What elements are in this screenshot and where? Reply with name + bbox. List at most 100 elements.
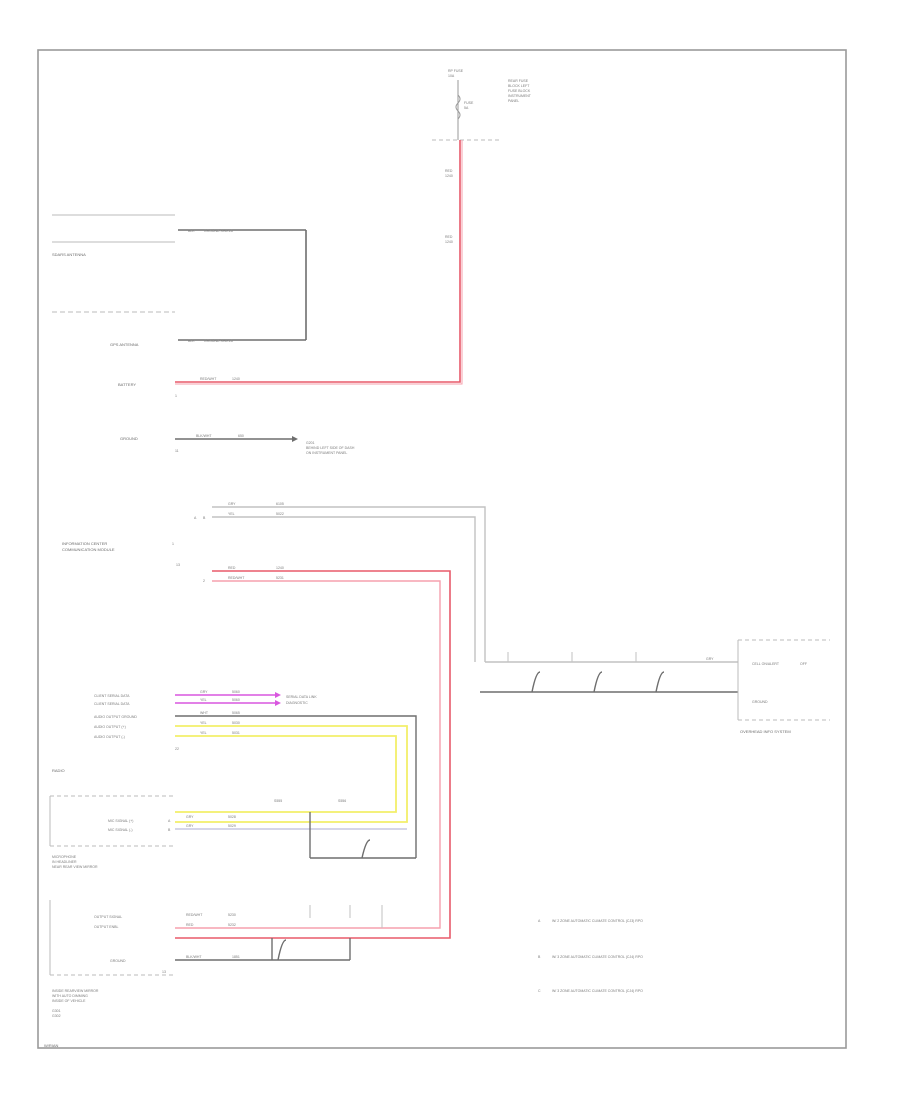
main-battery-wire: RED 1240 RED 1240 [175, 140, 463, 385]
battery-ground-group: BATTERY RED/WHT 1240 1 GROUND BLK/WHT 65… [118, 377, 355, 455]
diagram-frame [37, 49, 847, 1049]
fuse-note-5: PANEL [508, 99, 519, 103]
mic-label-3: NEAR REAR VIEW MIRROR [52, 865, 98, 869]
radio-pin-label-2: CLIENT SERIAL DATA [94, 702, 130, 706]
main-wire-color-1: RED [445, 169, 453, 173]
mic-label-2: IN HEADLINER [52, 860, 77, 864]
ground-bottom-1: G301 [52, 1009, 61, 1013]
splice-2-icon [593, 671, 603, 693]
radio-data-note-1: SERIAL DATA LINK [286, 695, 317, 699]
rearview-pin-color-2: RED [186, 923, 194, 927]
radio-pin-color-2: YEL [200, 698, 207, 702]
ground-pin: 11 [175, 449, 179, 453]
battery-wire-color: RED/WHT [200, 377, 217, 381]
fuse-title-1: RP FUSE [448, 69, 464, 73]
mic-splice-1: S555 [274, 799, 282, 803]
rearview-pin-circuit-1: 5230 [228, 913, 236, 917]
mic-pin-color-1: GRY [186, 815, 194, 819]
ground-note-3: ON INSTRUMENT PANEL [306, 451, 347, 455]
comm-pin-1: 1 [172, 542, 174, 546]
notes-group: A W/ 2 ZONE AUTOMATIC CLIMATE CONTROL (C… [538, 919, 643, 993]
mic-label-1: MICROPHONE [52, 855, 77, 859]
rearview-side-pin: 13 [162, 970, 166, 974]
right-title: OVERHEAD INFO SYSTEM [740, 729, 791, 734]
note-b-text: W/ 3 ZONE AUTOMATIC CLIMATE CONTROL (CJ4… [552, 955, 643, 959]
radio-sub-pin: 22 [175, 747, 179, 751]
comm-pin-a: A [194, 516, 197, 520]
rearview-ground-jumper-icon [277, 939, 287, 961]
sdars-wire-color: BLK [188, 229, 195, 233]
radio-pin-label-3: AUDIO OUTPUT GROUND [94, 715, 137, 719]
comm-pin-2: 2 [203, 579, 205, 583]
battery-pin: 1 [175, 394, 177, 398]
ground-bottom-2: G302 [52, 1014, 61, 1018]
main-wire-circuit-2: 1240 [445, 240, 453, 244]
radio-data-note-2: DIAGNOSTIC [286, 701, 308, 705]
battery-wire-circuit: 1240 [232, 377, 240, 381]
ground-label: GROUND [120, 436, 138, 441]
gps-antenna-label: GPS ANTENNA [110, 342, 139, 347]
rearview-pin-label-3: GROUND [110, 959, 126, 963]
sdars-antenna-label: SDARS ANTENNA [52, 252, 86, 257]
comm-wire-color-2: YEL [228, 512, 235, 516]
note-c-text: W/ 3 ZONE AUTOMATIC CLIMATE CONTROL (CJ4… [552, 989, 643, 993]
mic-group: MIC SIGNAL (+) MIC SIGNAL (-) A B GRY 50… [49, 795, 416, 869]
main-wire-color-2: RED [445, 235, 453, 239]
rearview-pin-label-1: OUTPUT SIGNAL [94, 915, 122, 919]
ground-note-1: G201 [306, 441, 315, 445]
rearview-label-2: WITH AUTO DIMMING [52, 994, 88, 998]
ground-wire-circuit: 650 [238, 434, 244, 438]
mic-splice-2: S556 [338, 799, 346, 803]
radio-pin-color-1: GRY [200, 690, 208, 694]
rearview-group: OUTPUT SIGNAL OUTPUT ENBL GROUND RED/WHT… [49, 900, 383, 1018]
comm-module-group: INFORMATION CENTER COMMUNICATION MODULE … [62, 502, 486, 939]
radio-pin-label-4: AUDIO OUTPUT (+) [94, 725, 126, 729]
comm-pin-13: 13 [176, 563, 180, 567]
comm-module-label-1: INFORMATION CENTER [62, 541, 107, 546]
note-c-letter: C [538, 989, 541, 993]
radio-pin-circuit-1: 5060 [232, 690, 240, 694]
right-label-cell: CELL ON/ALERT [752, 662, 780, 666]
mic-ground-jumper-icon [361, 839, 371, 859]
mic-pin-circuit-1: 5028 [228, 815, 236, 819]
comm-module-label-2: COMMUNICATION MODULE [62, 547, 115, 552]
comm-wire-circuit-3: 1240 [276, 566, 284, 570]
comm-wire-circuit-1: 6105 [276, 502, 284, 506]
radio-pin-circuit-3: 5065 [232, 711, 240, 715]
rearview-pin-color-3: BLK/WHT [186, 955, 202, 959]
ground-note-2: BEHIND LEFT SIDE OF DASH [306, 446, 355, 450]
splice-1-icon [531, 671, 541, 693]
rearview-pin-circuit-3: 1851 [232, 955, 240, 959]
rearview-label-1: INSIDE REARVIEW MIRROR [52, 989, 99, 993]
radio-pin-label-5: AUDIO OUTPUT (-) [94, 735, 125, 739]
fuse-note-3: FUSE BLOCK [508, 89, 531, 93]
right-wire-color: GRY [706, 657, 714, 661]
comm-wire-circuit-2: 5022 [276, 512, 284, 516]
gps-wire-color: BLK [188, 339, 195, 343]
radio-group: CLIENT SERIAL DATA CLIENT SERIAL DATA AU… [52, 690, 417, 858]
battery-label: BATTERY [118, 382, 136, 387]
radio-label: RADIO [52, 768, 65, 773]
antenna-group: SDARS ANTENNA BLK GROUND SHIELD GPS ANTE… [52, 214, 307, 347]
radio-pin-label-1: CLIENT SERIAL DATA [94, 694, 130, 698]
rearview-pin-label-2: OUTPUT ENBL [94, 925, 118, 929]
comm-wire-color-1: GRY [228, 502, 236, 506]
mic-pin-b: B [168, 828, 171, 832]
fuse-symbol-icon [455, 94, 461, 120]
ground-wire-color: BLK/WHT [196, 434, 212, 438]
rearview-pin-circuit-2: 5232 [228, 923, 236, 927]
splice-3-icon [655, 671, 665, 693]
mic-pin-circuit-2: 5029 [228, 824, 236, 828]
main-wire-circuit-1: 1240 [445, 174, 453, 178]
comm-wire-color-4: RED/WHT [228, 576, 245, 580]
mic-pin-color-2: GRY [186, 824, 194, 828]
ground-arrow-icon [292, 436, 298, 442]
note-a-text: W/ 2 ZONE AUTOMATIC CLIMATE CONTROL (CJ3… [552, 919, 643, 923]
mic-pin-a: A [168, 819, 171, 823]
fuse-note-1: REAR FUSE [508, 79, 529, 83]
radio-pin-circuit-2: 5060 [232, 698, 240, 702]
gps-wire-circuit: GROUND SHIELD [204, 339, 234, 343]
data-link-arrow-1-icon [275, 692, 281, 698]
rearview-pin-color-1: RED/WHT [186, 913, 203, 917]
